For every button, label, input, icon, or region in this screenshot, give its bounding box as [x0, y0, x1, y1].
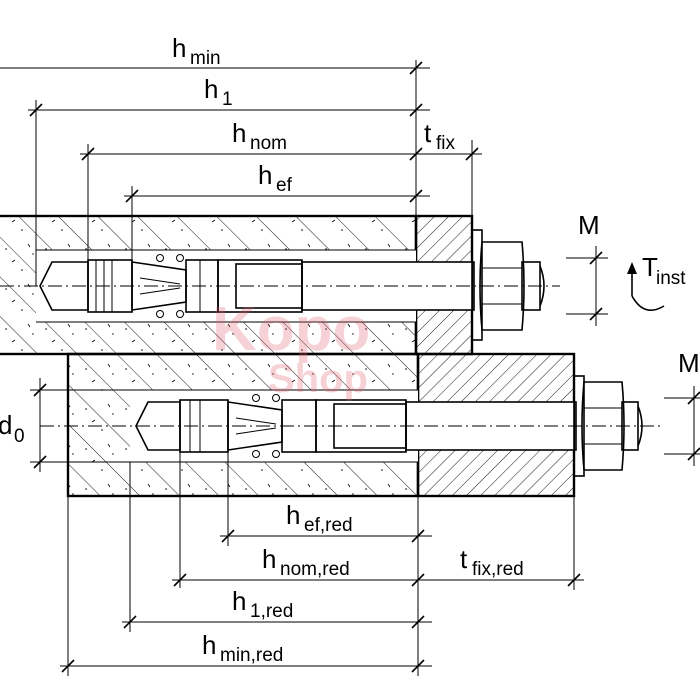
label-d0-main: d [0, 410, 12, 440]
top-dimension-lines [0, 60, 482, 286]
watermark-line2: Shop [268, 357, 368, 401]
label-h-min: h min [172, 33, 221, 69]
svg-text:t: t [460, 544, 468, 574]
thread-dimension-top: M [566, 210, 608, 326]
label-d0-sub: 0 [14, 426, 25, 447]
svg-text:h: h [204, 74, 218, 104]
svg-text:h: h [286, 500, 300, 530]
top-washer-nut [471, 229, 545, 341]
label-t-inst-sub: inst [656, 268, 686, 289]
bottom-assembly [40, 352, 660, 498]
label-m-bottom: M [678, 348, 700, 378]
svg-text:min: min [190, 48, 221, 69]
label-t-inst-main: T [642, 252, 658, 282]
svg-text:h: h [262, 544, 276, 574]
label-h-nom-red: h nom,red [262, 544, 350, 580]
svg-text:fix,red: fix,red [472, 559, 524, 580]
svg-text:h: h [172, 33, 186, 63]
label-h-1: h 1 [204, 74, 233, 110]
svg-text:min,red: min,red [220, 645, 283, 666]
top-assembly [0, 214, 560, 356]
svg-text:ef: ef [276, 175, 293, 196]
torque-indicator: T inst [627, 252, 686, 312]
svg-text:h: h [232, 586, 246, 616]
label-m-top: M [578, 210, 600, 240]
label-h-1-red: h 1,red [232, 586, 293, 622]
label-h-ef: h ef [258, 160, 293, 196]
bottom-washer-nut [573, 375, 643, 477]
svg-text:nom: nom [250, 133, 287, 154]
thread-dimension-bottom: M [664, 348, 700, 466]
drill-diameter-dimension: d 0 [0, 378, 130, 472]
svg-text:nom,red: nom,red [280, 559, 350, 580]
svg-text:1: 1 [222, 89, 233, 110]
svg-text:h: h [202, 630, 216, 660]
watermark: Kopo Shop [212, 295, 370, 401]
svg-text:h: h [258, 160, 272, 190]
label-t-fix-red: t fix,red [460, 544, 524, 580]
svg-text:fix: fix [436, 133, 456, 154]
watermark-line1: Kopo [212, 295, 370, 364]
svg-text:h: h [232, 118, 246, 148]
svg-text:t: t [424, 118, 432, 148]
label-h-ef-red: h ef,red [286, 500, 353, 536]
svg-text:1,red: 1,red [250, 601, 293, 622]
bottom-dimension-lines [60, 452, 584, 676]
label-h-min-red: h min,red [202, 630, 283, 666]
label-h-nom: h nom [232, 118, 287, 154]
label-t-fix: t fix [424, 118, 456, 154]
svg-text:ef,red: ef,red [304, 515, 353, 536]
